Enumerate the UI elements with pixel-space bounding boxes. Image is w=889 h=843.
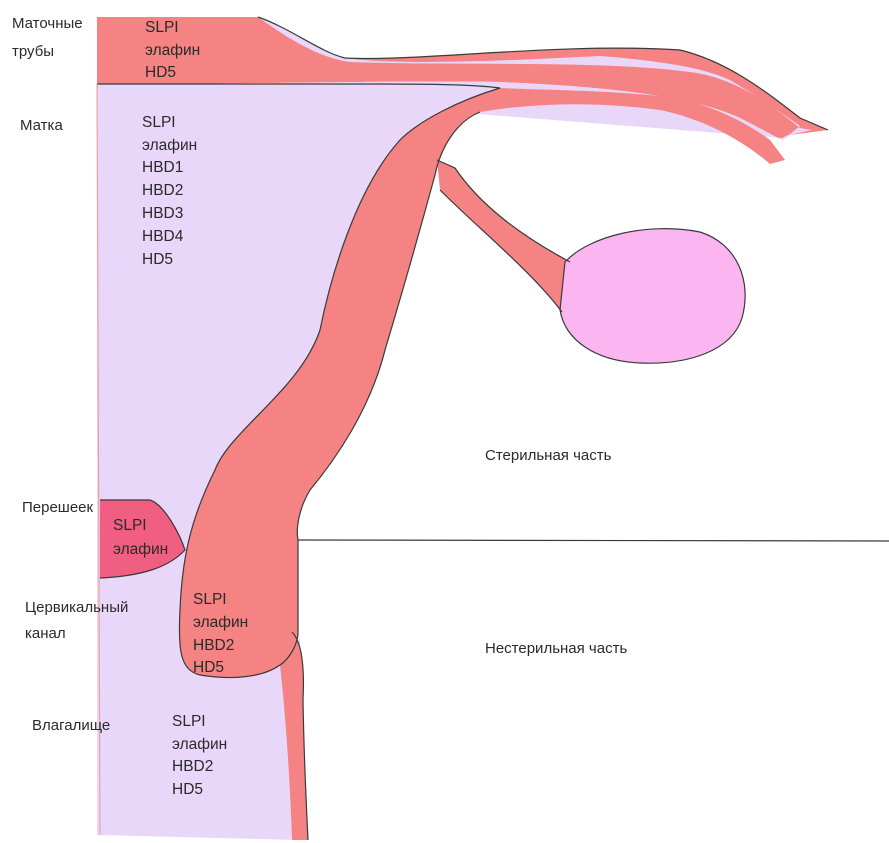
zone-labels: Стерильная часть Нестерильная часть [485, 447, 627, 657]
uterus-item: HBD2 [142, 182, 183, 199]
nonsterile-zone-label: Нестерильная часть [485, 640, 627, 657]
ovarian-ligament [437, 160, 570, 312]
isthmus-item: SLPI [113, 517, 147, 534]
vagina-item: HD5 [172, 781, 203, 798]
tubes-label-line2: трубы [12, 43, 54, 60]
uterus-item: HD5 [142, 251, 173, 268]
tubes-item: элафин [145, 42, 200, 59]
cervical-canal-label-line1: Цервикальный [25, 599, 128, 616]
ovary [560, 229, 745, 364]
vagina-label: Влагалище [32, 717, 110, 734]
tubes-item: SLPI [145, 19, 179, 36]
tubes-label-line1: Маточные [12, 15, 83, 32]
cervical-canal-label-line2: канал [25, 625, 66, 642]
uterus-label: Матка [20, 117, 63, 134]
isthmus-label: Перешеек [22, 499, 94, 516]
sterile-zone-label: Стерильная часть [485, 447, 612, 464]
cervical-item: HBD2 [193, 637, 234, 654]
vagina-item: HBD2 [172, 758, 213, 775]
cervical-item: элафин [193, 614, 248, 631]
uterus-item: HBD3 [142, 205, 183, 222]
cervical-item: SLPI [193, 591, 227, 608]
uterus-item: SLPI [142, 114, 176, 131]
uterus-item: элафин [142, 137, 197, 154]
isthmus-item: элафин [113, 541, 168, 558]
vagina-item: элафин [172, 736, 227, 753]
uterus-item: HBD4 [142, 228, 184, 245]
vagina-item: SLPI [172, 713, 206, 730]
uterus-item: HBD1 [142, 159, 183, 176]
tubes-item: HD5 [145, 64, 176, 81]
cervical-item: HD5 [193, 659, 224, 676]
